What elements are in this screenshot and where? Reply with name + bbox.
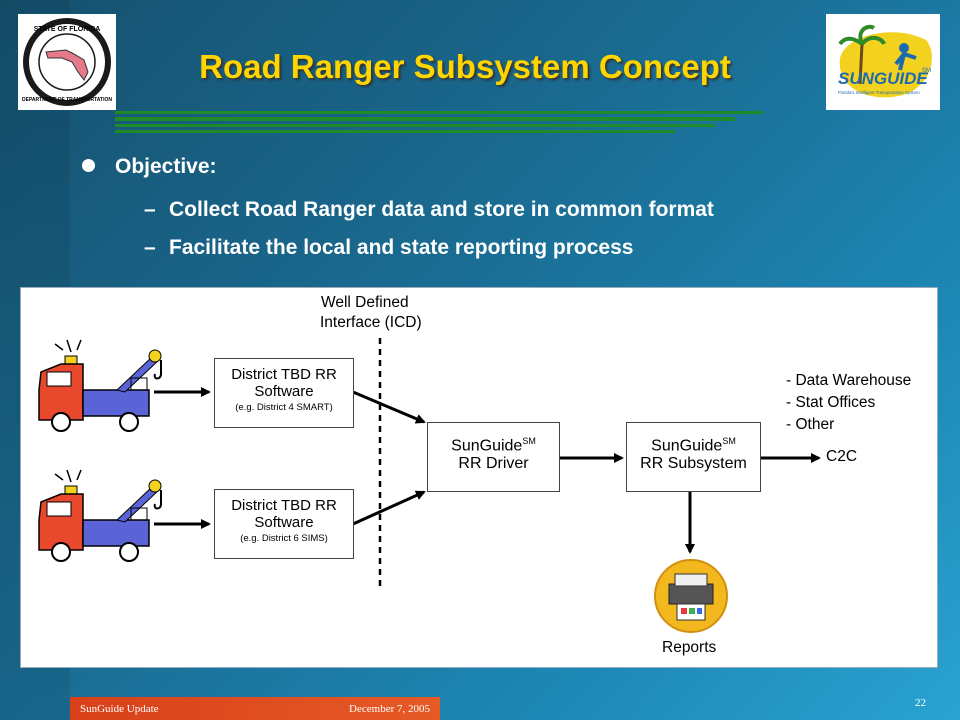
reports-label: Reports [662,639,717,656]
sunguide-logo-sm: SM [922,68,931,74]
title-rule-2 [115,117,735,121]
fdot-logo-bottom-text: DEPARTMENT OF TRANSPORTATION [22,97,112,103]
district-software-box-1: District TBD RR Software (e.g. District … [214,358,354,428]
sunguide-logo-text: SUNGUIDE [838,69,928,88]
sunguide-logo-subtitle: Florida's Intelligent Transportation Sys… [838,90,920,95]
title-rule-4 [115,130,675,133]
arrow-box2-to-driver [352,490,426,526]
sub-bullet-2: –Facilitate the local and state reportin… [144,236,634,259]
footer-date: December 7, 2005 [349,703,430,715]
slide-title: Road Ranger Subsystem Concept [199,48,731,85]
fdot-logo-top-text: STATE OF FLORIDA [34,26,101,33]
output-other: - Other [786,416,835,433]
printer-icon [654,559,728,633]
objective-label: Objective: [115,155,217,178]
title-rule-1 [115,111,763,114]
diagram-panel: Well Defined Interface (ICD) District TB… [20,287,938,668]
interface-label-line2: Interface (ICD) [320,314,422,331]
page-number: 22 [915,697,926,709]
footer-left-text: SunGuide Update [80,703,159,715]
objective-bullet: Objective: [82,155,217,179]
output-data-warehouse: - Data Warehouse [786,372,912,389]
fdot-logo: STATE OF FLORIDA DEPARTMENT OF TRANSPORT… [18,14,116,110]
arrow-box1-to-driver [352,390,426,424]
district-software-box-2: District TBD RR Software (e.g. District … [214,489,354,559]
bullet-dot-icon [82,158,95,172]
c2c-label: C2C [826,448,858,465]
output-stat-offices: - Stat Offices [786,394,876,411]
tow-truck-icon [38,469,162,562]
title-rule-3 [115,124,715,127]
sunguide-logo: SUNGUIDE SM Florida's Intelligent Transp… [826,14,940,110]
tow-truck-icon [38,339,162,432]
sub-bullet-1: –Collect Road Ranger data and store in c… [144,198,714,221]
interface-label-line1: Well Defined [321,294,409,311]
rr-driver-box: SunGuideSM RR Driver [427,422,560,492]
footer-bar: SunGuide Update December 7, 2005 [70,697,440,720]
rr-subsystem-box: SunGuideSM RR Subsystem [626,422,761,492]
